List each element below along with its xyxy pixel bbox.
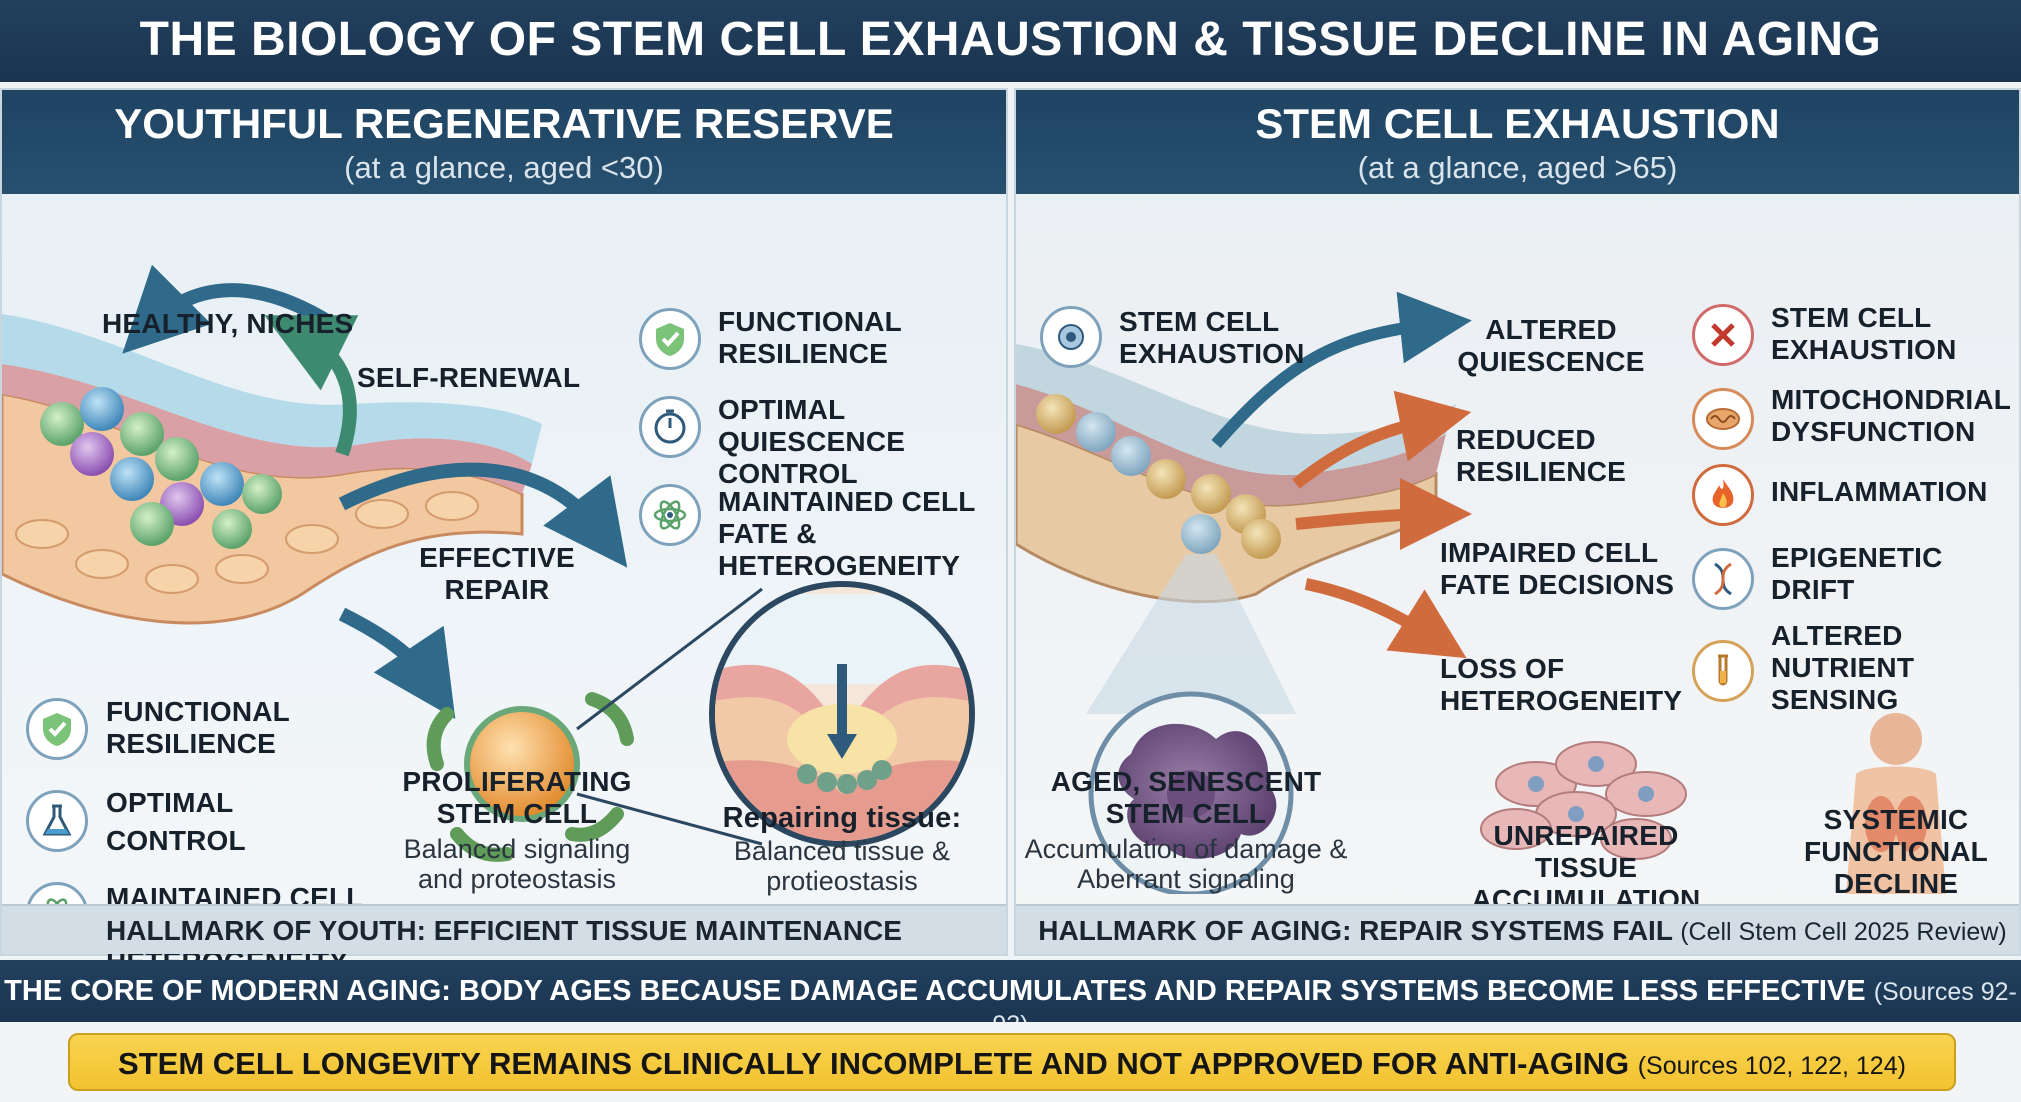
shield-check-icon — [639, 308, 701, 370]
self-renewal-label: SELF-RENEWAL — [357, 362, 581, 393]
hallmark-item-0: STEM CELL EXHAUSTION — [1771, 302, 1957, 365]
atom-icon — [639, 484, 701, 546]
aging-panel-header: STEM CELL EXHAUSTION (at a glance, aged … — [1016, 90, 2019, 194]
arrow-label-2: IMPAIRED CELL FATE DECISIONS — [1440, 537, 1675, 600]
repairing-tissue-title: Repairing tissue: — [722, 802, 962, 834]
hallmark-item-4: ALTERED NUTRIENT SENSING — [1771, 620, 1915, 715]
top-list-item-0: FUNCTIONAL RESILIENCE — [718, 306, 902, 369]
top-list-item-1: OPTIMAL QUIESCENCE CONTROL — [718, 394, 906, 489]
aging-illustration — [1016, 291, 1946, 894]
core-message-bar: THE CORE OF MODERN AGING: BODY AGES BECA… — [0, 960, 2021, 1039]
youth-panel: YOUTHFUL REGENERATIVE RESERVE (at a glan… — [0, 88, 1008, 977]
bottom-list-item-1: OPTIMAL CONTROL — [106, 787, 246, 856]
aging-hallmark-note: (Cell Stem Cell 2025 Review) — [1680, 918, 2007, 946]
dna-icon — [1692, 548, 1754, 610]
flask-icon — [26, 790, 88, 852]
healthy-niches-label: HEALTHY, NICHES — [102, 308, 354, 339]
aging-hallmark-text: HALLMARK OF AGING: REPAIR SYSTEMS FAIL (… — [1016, 915, 2019, 947]
youth-panel-header: YOUTHFUL REGENERATIVE RESERVE (at a glan… — [2, 90, 1006, 194]
hallmark-item-1: MITOCHONDRIAL DYSFUNCTION — [1771, 384, 2011, 447]
arrow-label-3: LOSS OF HETEROGENEITY — [1440, 653, 1683, 716]
title-bar: THE BIOLOGY OF STEM CELL EXHAUSTION & TI… — [0, 0, 2021, 82]
youth-hallmark-text: HALLMARK OF YOUTH: EFFICIENT TISSUE MAIN… — [106, 915, 902, 946]
aging-hallmark-footer: HALLMARK OF AGING: REPAIR SYSTEMS FAIL (… — [1016, 904, 2019, 954]
effective-repair-label: EFFECTIVE REPAIR — [419, 542, 575, 605]
top-list-item-2: MAINTAINED CELL FATE & HETEROGENEITY — [718, 486, 976, 581]
aged-stem-cell-subtitle: Accumulation of damage & Aberrant signal… — [1024, 834, 1348, 894]
youth-illustration — [2, 264, 975, 862]
unrepaired-tissue-label: UNREPAIRED TISSUE ACCUMULATION — [1471, 820, 1701, 915]
stem-cell-exhaustion-label: STEM CELL EXHAUSTION — [1119, 306, 1305, 369]
repairing-tissue-subtitle: Balanced tissue & protieostasis — [733, 836, 951, 896]
aging-panel-title: STEM CELL EXHAUSTION — [1255, 100, 1780, 147]
aging-hallmark-main: HALLMARK OF AGING: REPAIR SYSTEMS FAIL — [1038, 915, 1673, 946]
page-title: THE BIOLOGY OF STEM CELL EXHAUSTION & TI… — [139, 13, 1882, 66]
warning-banner: STEM CELL LONGEVITY REMAINS CLINICALLY I… — [68, 1033, 1956, 1091]
shield-check-icon — [26, 698, 88, 760]
hallmark-item-3: EPIGENETIC DRIFT — [1771, 542, 1943, 605]
youth-panel-title: YOUTHFUL REGENERATIVE RESERVE — [114, 100, 894, 147]
arrow-label-0: ALTERED QUIESCENCE — [1457, 314, 1645, 377]
proliferating-stem-cell-subtitle: Balanced signaling and proteostasis — [403, 834, 631, 894]
warning-message: STEM CELL LONGEVITY REMAINS CLINICALLY I… — [70, 1046, 1954, 1082]
bottom-list-item-0: FUNCTIONAL RESILIENCE — [106, 696, 290, 759]
aging-panel-subtitle: (at a glance, aged >65) — [1357, 150, 1678, 185]
arrow-label-1: REDUCED RESILIENCE — [1456, 424, 1627, 487]
test-tube-icon — [1692, 640, 1754, 702]
stem-cell-icon — [1040, 306, 1102, 368]
warning-text: STEM CELL LONGEVITY REMAINS CLINICALLY I… — [118, 1046, 1630, 1081]
flame-icon — [1692, 464, 1754, 526]
warning-note: (Sources 102, 122, 124) — [1637, 1052, 1906, 1080]
mitochondria-icon — [1692, 388, 1754, 450]
core-message-text: THE CORE OF MODERN AGING: BODY AGES BECA… — [4, 975, 1866, 1007]
youth-panel-subtitle: (at a glance, aged <30) — [344, 150, 664, 185]
systemic-decline-label: SYSTEMIC FUNCTIONAL DECLINE — [1804, 804, 1988, 899]
x-icon — [1692, 304, 1754, 366]
timer-icon — [639, 396, 701, 458]
aging-panel: STEM CELL EXHAUSTION (at a glance, aged … — [1014, 88, 2021, 956]
proliferating-stem-cell-title: PROLIFERATING STEM CELL — [402, 766, 632, 829]
aged-stem-cell-title: AGED, SENESCENT STEM CELL — [1050, 766, 1322, 829]
youth-hallmark-footer: HALLMARK OF YOUTH: EFFICIENT TISSUE MAIN… — [2, 904, 1006, 954]
hallmark-item-2: INFLAMMATION — [1771, 476, 1988, 507]
